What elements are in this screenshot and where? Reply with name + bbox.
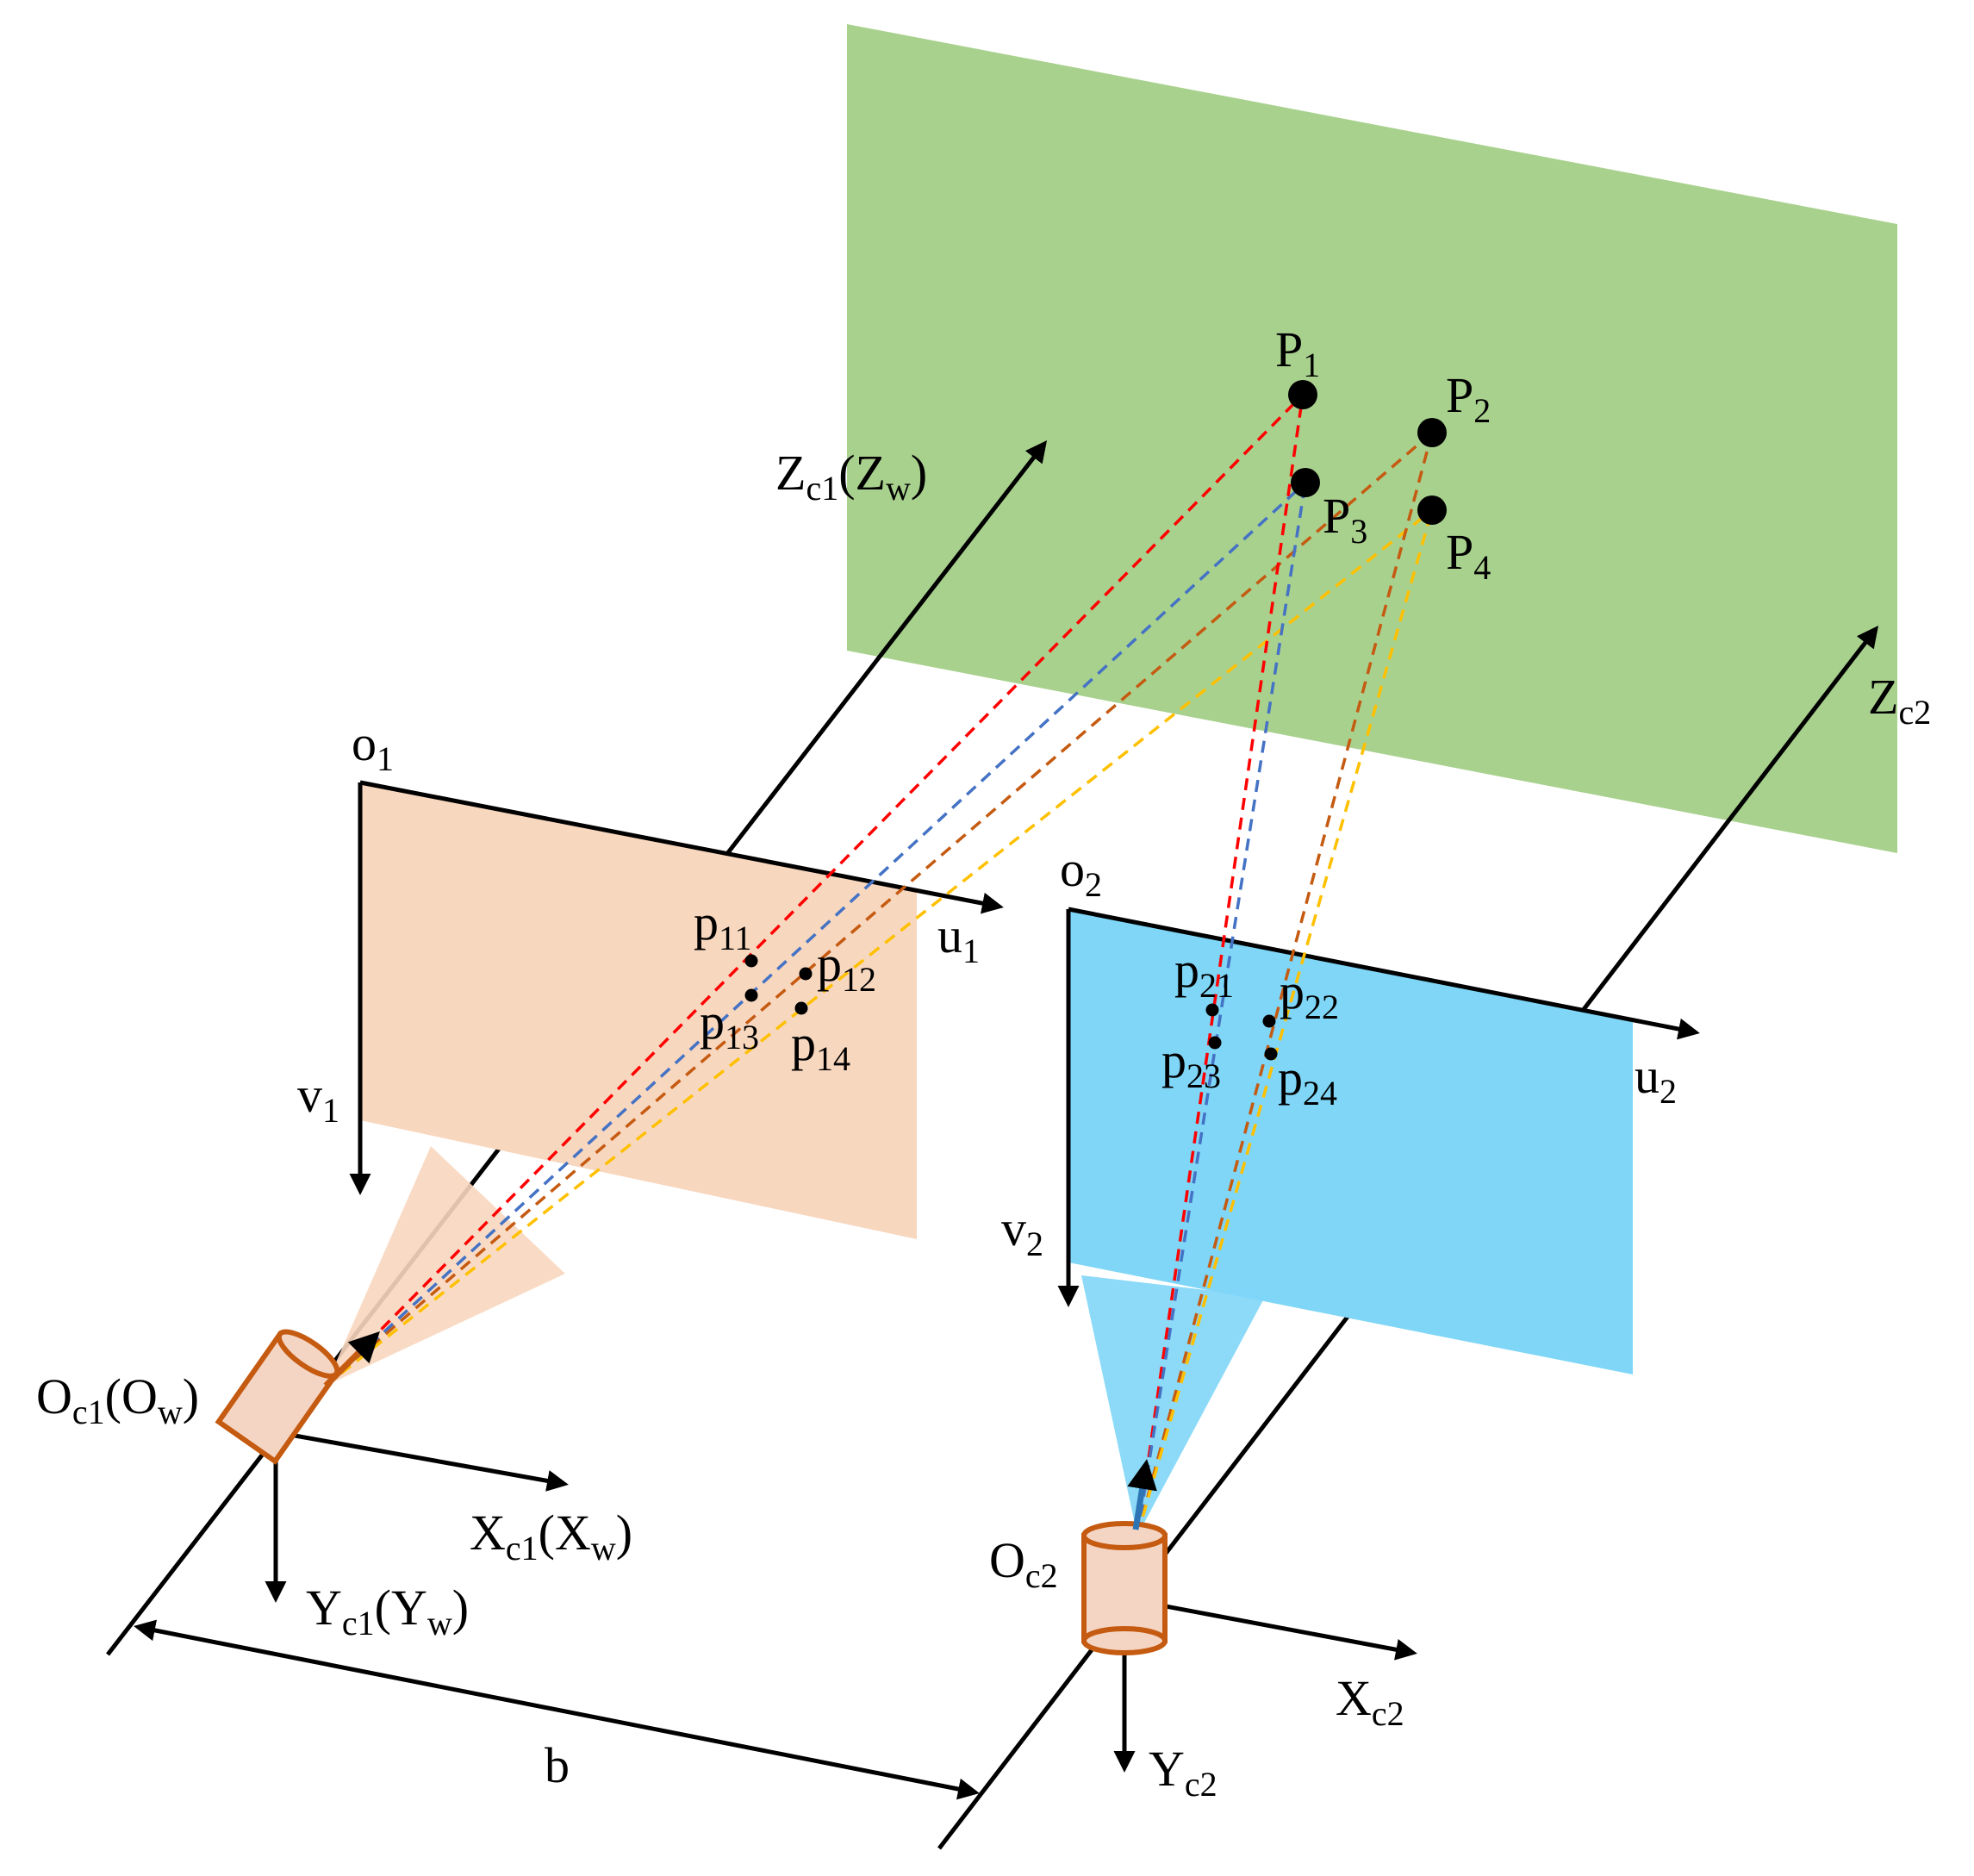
image-plane-2	[1068, 909, 1633, 1374]
label-Yc1: Yc1(Yw)	[306, 1580, 469, 1642]
u2-axis	[1068, 907, 1700, 1040]
point-p22	[1262, 1014, 1276, 1028]
point-p11	[744, 954, 758, 968]
label-u1: u1	[937, 907, 980, 970]
target-plane	[847, 24, 1897, 853]
label-Xc1: Xc1(Xw)	[470, 1505, 632, 1567]
label-o2: o2	[1060, 841, 1102, 904]
u1-axis	[359, 780, 1004, 914]
label-p11: p11	[694, 894, 752, 957]
label-p23: p23	[1161, 1032, 1221, 1095]
label-P2: P2	[1446, 367, 1491, 430]
label-P4: P4	[1446, 524, 1491, 587]
ray-camera-1-p3	[324, 481, 1307, 1387]
point-P3	[1291, 468, 1320, 497]
point-P2	[1417, 418, 1447, 447]
camera-1-direction-arrow	[323, 1331, 380, 1388]
label-P1: P1	[1275, 321, 1320, 384]
point-p12	[799, 967, 813, 981]
label-Zc1: Zc1(Zw)	[775, 445, 927, 508]
label-p22: p22	[1280, 963, 1339, 1026]
label-p13: p13	[700, 994, 759, 1056]
label-o1: o1	[352, 715, 394, 778]
ray-camera-2-p2	[1136, 432, 1434, 1536]
label-Oc1: Oc1(Ow)	[36, 1368, 199, 1431]
point-P4	[1417, 495, 1447, 525]
label-Zc2: Zc2	[1868, 669, 1931, 732]
image-plane-1	[360, 782, 917, 1239]
camera-2-icon	[1081, 1521, 1168, 1655]
label-p12: p12	[817, 936, 876, 999]
camera-1-rays	[324, 393, 1434, 1387]
ray-camera-1-p1	[324, 393, 1305, 1387]
ray-camera-1-p4	[324, 508, 1434, 1387]
camera-2-rays	[1136, 394, 1434, 1536]
point-p24	[1264, 1047, 1278, 1061]
label-p21: p21	[1174, 942, 1234, 1005]
camera-1-icon	[215, 1329, 340, 1465]
point-p13	[744, 988, 758, 1002]
label-v2: v2	[1001, 1200, 1043, 1263]
label-p14: p14	[791, 1015, 850, 1078]
label-p24: p24	[1278, 1050, 1337, 1113]
point-p21	[1205, 1003, 1219, 1017]
camera-2-direction-arrow	[1127, 1459, 1157, 1530]
label-Oc2: Oc2	[989, 1532, 1058, 1595]
label-b: b	[545, 1737, 570, 1793]
ray-camera-2-p1	[1136, 394, 1305, 1536]
point-p14	[794, 1001, 808, 1015]
label-Yc2: Yc2	[1149, 1741, 1217, 1804]
xc2-axis	[1124, 1596, 1417, 1661]
baseline-b	[134, 1619, 980, 1800]
label-u2: u2	[1635, 1048, 1677, 1111]
ray-camera-1-p2	[324, 431, 1434, 1387]
label-P3: P3	[1323, 488, 1367, 551]
point-P1	[1288, 380, 1317, 409]
xc1-axis	[275, 1430, 569, 1492]
label-Xc2: Xc2	[1336, 1670, 1404, 1733]
label-v1: v1	[297, 1067, 339, 1130]
point-p23	[1208, 1036, 1222, 1050]
camera-2-view-frustum	[1081, 1275, 1265, 1536]
